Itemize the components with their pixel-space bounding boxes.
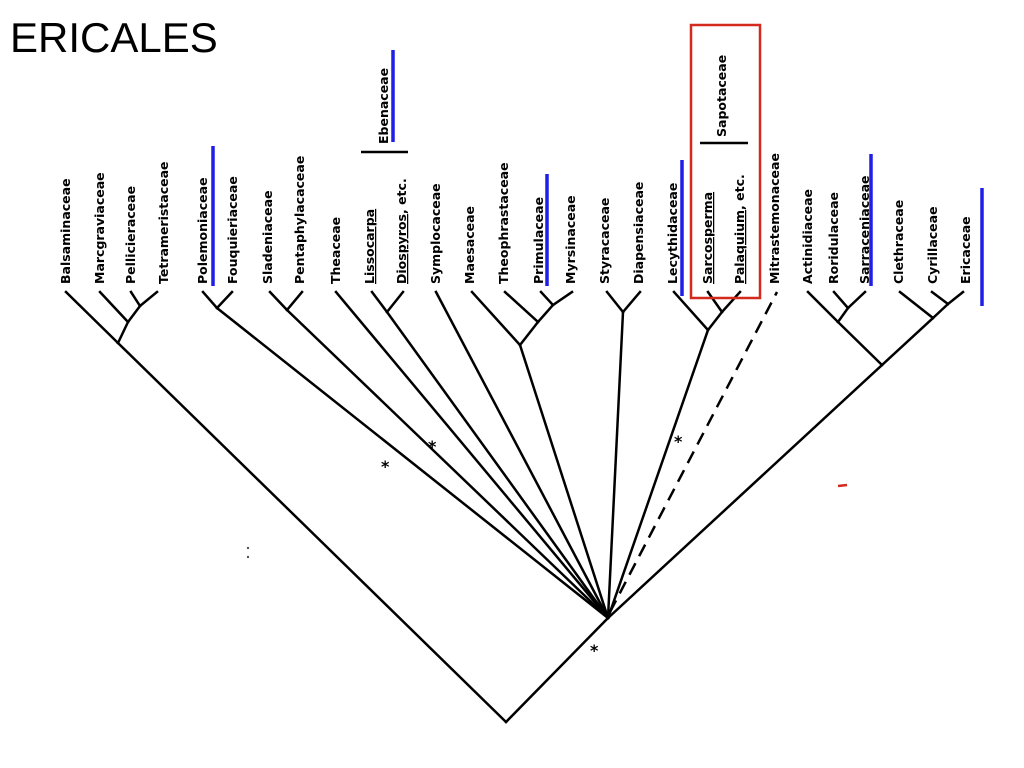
support-asterisk: *: [674, 432, 683, 451]
taxon-lissocarpa: Lissocarpa: [362, 209, 377, 284]
taxon-marcgraviaceae: Marcgraviaceae: [92, 172, 107, 284]
branch-clethraceae: [898, 290, 935, 320]
branch-theophrastaceae: [503, 290, 540, 324]
branch-sladeniaceae: [268, 290, 289, 312]
taxon-tetrameristaceae: Tetrameristaceae: [156, 161, 171, 284]
tree-branches: [64, 290, 965, 724]
support-asterisk: *: [381, 457, 390, 476]
taxon-ericaceae: Ericaceae: [958, 216, 973, 284]
taxon-actinidiaceae: Actinidiaceae: [800, 189, 815, 284]
dot-mark: [246, 555, 250, 559]
branch-sapotaceae: [706, 310, 724, 332]
branch-prim-myrs: [536, 303, 555, 324]
family-brackets: Ebenaceae Sapotaceae: [361, 55, 748, 154]
branch-diospyros: [385, 290, 405, 314]
branch-polem-fouq: [215, 306, 610, 620]
taxon-roridulaceae: Roridulaceae: [826, 192, 841, 284]
branch-diapensiaceae: [621, 290, 642, 314]
branch-maesaceae: [470, 290, 522, 347]
red-tick-mark: [837, 483, 848, 488]
taxon-palaquium: Palaquium, etc.: [732, 174, 747, 284]
branch-cyri-eric: [931, 302, 950, 320]
taxon-mitrastemonaceae: Mitrastemonaceae: [767, 153, 782, 284]
branch-sarraceniaceae: [846, 290, 867, 310]
branch-ebenaceae: [385, 310, 610, 620]
branch-pelli-tetra: [126, 304, 142, 324]
branch-lecythidaceae: [672, 290, 710, 332]
branch-slad-penta: [285, 308, 610, 620]
highlight-bars: [211, 50, 984, 306]
taxon-primulaceae: Primulaceae: [531, 197, 546, 284]
taxon-diospyros: Diospyros, etc.: [394, 178, 409, 284]
taxon-labels: Balsaminaceae Marcgraviaceae Pellicierac…: [58, 153, 973, 284]
branch-primuloids: [518, 343, 610, 620]
branch-ericaceae: [946, 290, 965, 306]
taxon-cyrillaceae: Cyrillaceae: [925, 206, 940, 284]
branch-marcgraviaceae: [98, 290, 130, 324]
branch-mitrastemonaceae: [608, 291, 779, 613]
taxon-diapensiaceae: Diapensiaceae: [631, 182, 646, 284]
taxon-myrsinaceae: Myrsinaceae: [563, 195, 578, 284]
taxon-pellicieraceae: Pellicieraceae: [123, 186, 138, 284]
branch-root-left: [116, 341, 508, 724]
branch-rori-sarr: [836, 306, 850, 324]
family-sapotaceae: Sapotaceae: [714, 55, 729, 137]
branch-lecy-sapo: [606, 328, 710, 620]
taxon-palaquium-genus: Palaquium: [732, 210, 747, 284]
branch-roridulaceae: [832, 290, 850, 310]
branch-sarcosperma: [706, 290, 724, 314]
branch-ericoids: [606, 363, 884, 620]
family-ebenaceae: Ebenaceae: [376, 68, 391, 144]
branch-polemoniaceae: [201, 290, 219, 310]
taxon-theaceae: Theaceae: [328, 217, 343, 284]
branch-pellicieraceae: [129, 290, 142, 308]
branch-myrsinaceae: [551, 290, 574, 307]
taxon-polemoniaceae: Polemoniaceae: [195, 177, 210, 284]
branch-primulaceae: [539, 290, 555, 307]
taxon-symplocaceae: Symplocaceae: [428, 183, 443, 284]
branch-theo-prim-myrs: [518, 320, 540, 347]
taxon-lecythidaceae: Lecythidaceae: [665, 183, 680, 284]
taxon-theophrastaceae: Theophrastaceae: [496, 162, 511, 284]
support-asterisk: *: [428, 437, 437, 456]
branch-pentaphylacaceae: [285, 290, 304, 312]
branch-tetrameristaceae: [138, 290, 159, 308]
support-markers: * * * *: [381, 432, 683, 660]
branch-styracaceae: [605, 290, 625, 314]
taxon-maesaceae: Maesaceae: [462, 206, 477, 284]
branch-symplocaceae: [434, 290, 610, 620]
taxon-palaquium-suffix: , etc.: [732, 174, 747, 210]
taxon-styracaceae: Styracaceae: [597, 198, 612, 284]
taxon-fouquieriaceae: Fouquieriaceae: [225, 176, 240, 284]
branch-theaceae: [334, 290, 610, 620]
branch-lissocarpa: [370, 290, 389, 314]
branch-cyrillaceae: [930, 290, 950, 306]
branch-root-right: [504, 616, 610, 724]
taxon-clethraceae: Clethraceae: [891, 200, 906, 284]
branch-styr-diap: [606, 310, 625, 620]
dot-mark: [246, 546, 250, 550]
taxon-balsaminaceae: Balsaminaceae: [58, 178, 73, 284]
taxon-sarcosperma: Sarcosperma: [700, 192, 715, 284]
branch-cleth-group: [880, 316, 935, 367]
taxon-sarraceniaceae: Sarraceniaceae: [857, 175, 872, 284]
taxon-pentaphylacaceae: Pentaphylacaceae: [292, 156, 307, 284]
taxon-sladeniaceae: Sladeniaceae: [260, 190, 275, 284]
branch-balsaminaceae: [64, 290, 120, 345]
branch-palaquium: [720, 290, 742, 314]
taxon-diospyros-genus: Diospyros: [394, 214, 409, 284]
support-asterisk: *: [590, 641, 599, 660]
branch-actinidioid-group: [836, 320, 884, 367]
page-title: ERICALES: [10, 14, 218, 61]
taxon-diospyros-suffix: , etc.: [394, 178, 409, 214]
branch-marcgravi-group: [116, 320, 130, 345]
branch-fouquieriaceae: [215, 290, 234, 310]
sapotaceae-highlight-box: [689, 23, 762, 300]
branch-actinidiaceae: [806, 290, 840, 324]
